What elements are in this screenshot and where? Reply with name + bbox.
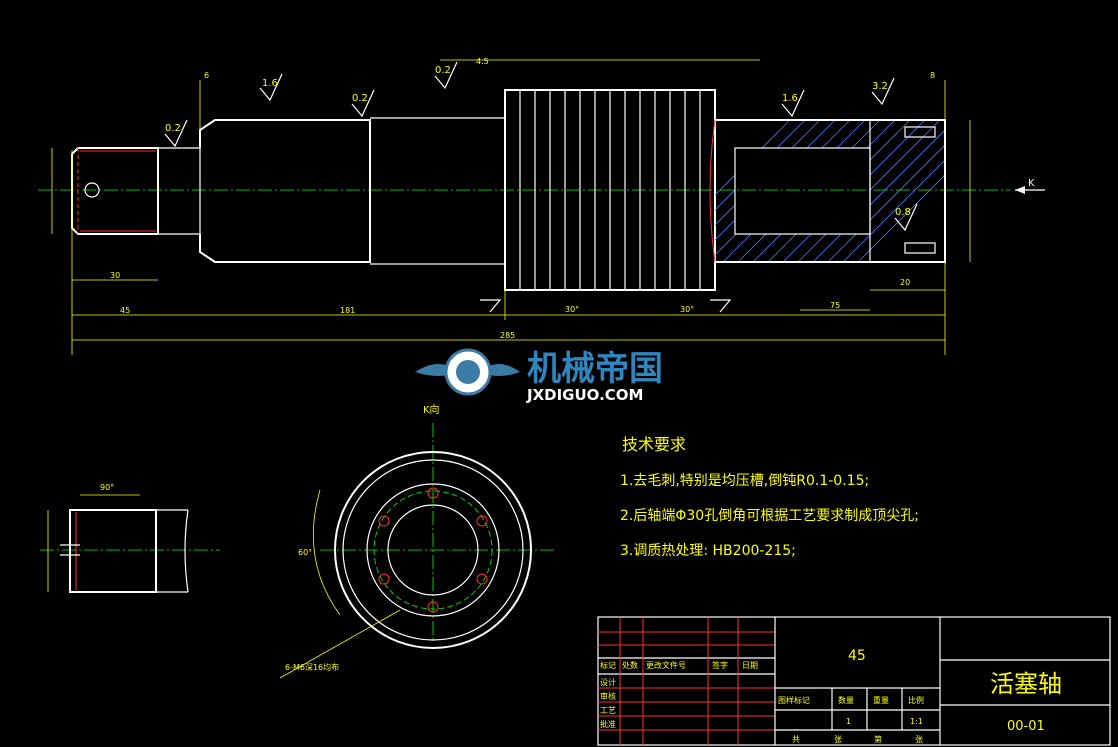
k-view-title: K向: [423, 403, 440, 416]
watermark-logo: 机械帝国 JXDIGUO.COM: [415, 348, 663, 404]
tb-part-name: 活塞轴: [990, 670, 1062, 698]
tb-weight-label: 重量: [873, 695, 889, 705]
k-view-angle: 60°: [298, 548, 312, 557]
k-view-label: K: [1028, 178, 1035, 189]
dim-6: 6: [204, 71, 209, 80]
shaft-main-view: 45 30 181 285 75 20 6 8 30° 30° 4.5 1.6 …: [38, 57, 1045, 355]
tb-sheet-unit-1: 张: [834, 735, 842, 744]
title-block: 标记 处数 更改文件号 签字 日期 设计 审核 工艺 批准 45 图样标记 数量…: [597, 616, 1111, 746]
notes-item-2: 2.后轴端Φ30孔倒角可根据工艺要求制成顶尖孔;: [620, 508, 919, 524]
tb-sheet-total-label: 共: [792, 735, 800, 744]
roughness-5: 1.6: [782, 93, 798, 104]
tb-header-change: 更改文件号: [646, 660, 686, 670]
watermark-url: JXDIGUO.COM: [526, 386, 643, 404]
detail-chamfer-dim: 90°: [100, 483, 114, 492]
dim-285: 285: [500, 331, 515, 340]
dim-30deg-a: 30°: [565, 305, 579, 314]
notes-item-1: 1.去毛刺,特别是均压槽,倒钝R0.1-0.15;: [620, 473, 869, 489]
dim-8: 8: [930, 71, 935, 80]
tb-drawing-number: 00-01: [1007, 719, 1045, 734]
tb-header-date: 日期: [742, 661, 758, 670]
roughness-symbols: 1.6 0.2 0.2 0.2 1.6 3.2 0.8: [164, 61, 918, 313]
front-journal: [199, 119, 371, 263]
dim-45: 45: [120, 306, 130, 315]
roughness-6: 3.2: [872, 81, 888, 92]
dim-30deg-b: 30°: [680, 305, 694, 314]
pressure-grooves: [519, 90, 701, 290]
roughness-7: 0.8: [895, 207, 911, 218]
tb-role-approve: 批准: [600, 719, 616, 729]
dim-181: 181: [340, 306, 355, 315]
k-view: K向 6-M6深16均布 60°: [279, 403, 555, 679]
tb-scale-value: 1:1: [910, 717, 923, 726]
roughness-1: 1.6: [262, 78, 278, 89]
dimensions: [51, 59, 971, 355]
dim-75: 75: [830, 301, 840, 310]
tb-stage-label: 图样标记: [778, 695, 810, 705]
technical-notes: 技术要求 1.去毛刺,特别是均压槽,倒钝R0.1-0.15; 2.后轴端Φ30孔…: [620, 435, 919, 559]
dim-4-5: 4.5: [476, 57, 489, 66]
roughness-4: 0.2: [435, 65, 451, 76]
tb-scale-label: 比例: [908, 695, 924, 705]
tb-header-sign: 签字: [712, 660, 728, 670]
notes-heading: 技术要求: [622, 435, 686, 454]
bolt-holes: [378, 487, 488, 613]
tb-qty-label: 数量: [838, 695, 854, 705]
dim-30: 30: [110, 271, 120, 280]
tb-header-mark: 标记: [600, 660, 616, 670]
detail-view: 90°: [40, 483, 220, 593]
tb-sheet-unit-2: 张: [915, 735, 923, 744]
tb-role-check: 审核: [600, 691, 616, 701]
roughness-2: 0.2: [165, 123, 181, 134]
tb-role-process: 工艺: [600, 706, 616, 715]
roughness-3: 0.2: [352, 93, 368, 104]
tb-role-design: 设计: [600, 677, 616, 687]
watermark-title: 机械帝国: [527, 349, 663, 389]
rear-section: [709, 119, 946, 263]
k-view-holes-note: 6-M6深16均布: [285, 662, 339, 672]
tb-qty-value: 1: [846, 717, 851, 726]
notes-item-3: 3.调质热处理: HB200-215;: [620, 543, 796, 559]
tb-header-count: 处数: [622, 660, 638, 670]
dim-20: 20: [900, 278, 910, 287]
cross-hole: [84, 182, 100, 198]
tb-sheet-no-label: 第: [874, 734, 882, 744]
tb-material: 45: [848, 648, 866, 664]
